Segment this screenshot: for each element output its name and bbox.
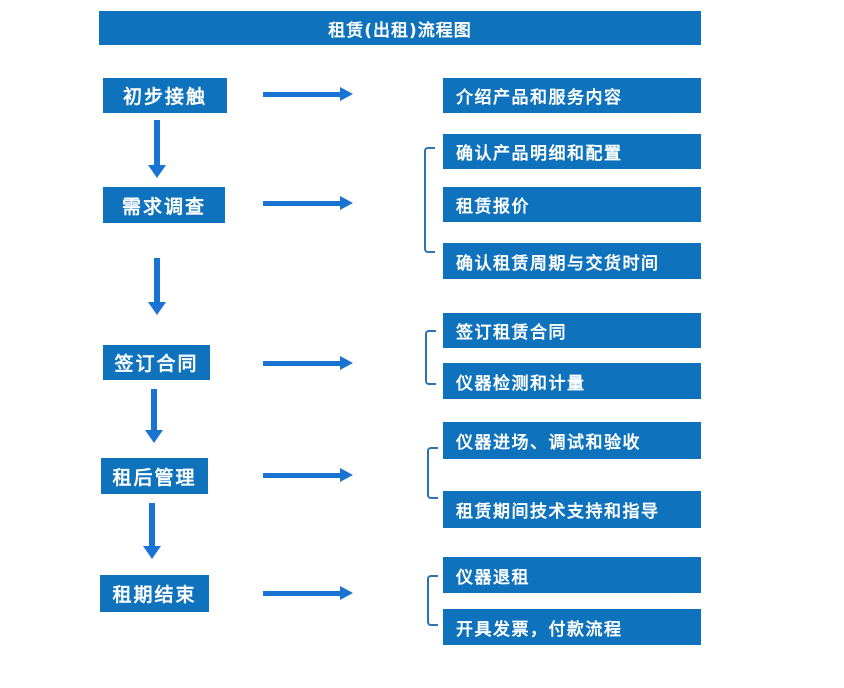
detail-box-instrument-return: 仪器退租 (443, 557, 701, 593)
arrow-shaft (263, 200, 340, 206)
arrow-head (148, 302, 166, 315)
step-box-post-rental-management: 租后管理 (101, 458, 208, 494)
detail-box-confirm-rental-period-delivery: 确认租赁周期与交货时间 (443, 243, 701, 279)
arrow-right-icon (263, 468, 353, 482)
arrow-shaft (151, 389, 157, 430)
arrow-shaft (263, 91, 340, 97)
group-bracket-icon (427, 575, 438, 626)
detail-box-instrument-inspection-metering: 仪器检测和计量 (443, 363, 701, 399)
arrow-head (340, 196, 353, 210)
flowchart-title: 租赁(出租)流程图 (99, 11, 701, 45)
detail-box-confirm-product-details-config: 确认产品明细和配置 (443, 134, 701, 169)
arrow-head (143, 546, 161, 559)
arrow-right-icon (263, 87, 353, 101)
arrow-down-icon (148, 120, 166, 178)
arrow-down-icon (148, 258, 166, 315)
group-bracket-icon (425, 330, 436, 385)
detail-box-technical-support-guidance: 租赁期间技术支持和指导 (443, 491, 701, 528)
step-box-sign-contract: 签订合同 (103, 345, 210, 380)
group-bracket-icon (424, 147, 435, 253)
arrow-down-icon (143, 503, 161, 559)
arrow-shaft (154, 258, 160, 302)
detail-box-introduce-products-services: 介绍产品和服务内容 (443, 78, 701, 113)
arrow-shaft (149, 503, 155, 546)
arrow-head (145, 430, 163, 443)
detail-box-rental-quote: 租赁报价 (443, 187, 701, 222)
arrow-head (340, 468, 353, 482)
arrow-head (148, 165, 166, 178)
group-bracket-icon (427, 447, 438, 499)
arrow-head (340, 586, 353, 600)
detail-box-invoice-payment-process: 开具发票，付款流程 (443, 609, 701, 645)
arrow-head (340, 87, 353, 101)
arrow-right-icon (263, 196, 353, 210)
step-box-rental-period-end: 租期结束 (100, 575, 209, 612)
step-box-initial-contact: 初步接触 (103, 78, 227, 113)
arrow-down-icon (145, 389, 163, 443)
arrow-shaft (263, 590, 340, 596)
arrow-right-icon (263, 356, 353, 370)
detail-box-sign-rental-contract: 签订租赁合同 (443, 313, 701, 348)
arrow-shaft (263, 360, 340, 366)
step-box-demand-survey: 需求调查 (103, 187, 225, 223)
arrow-shaft (154, 120, 160, 165)
arrow-head (340, 356, 353, 370)
arrow-shaft (263, 472, 340, 478)
arrow-right-icon (263, 586, 353, 600)
detail-box-instrument-entry-debug-acceptance: 仪器进场、调试和验收 (443, 422, 701, 459)
